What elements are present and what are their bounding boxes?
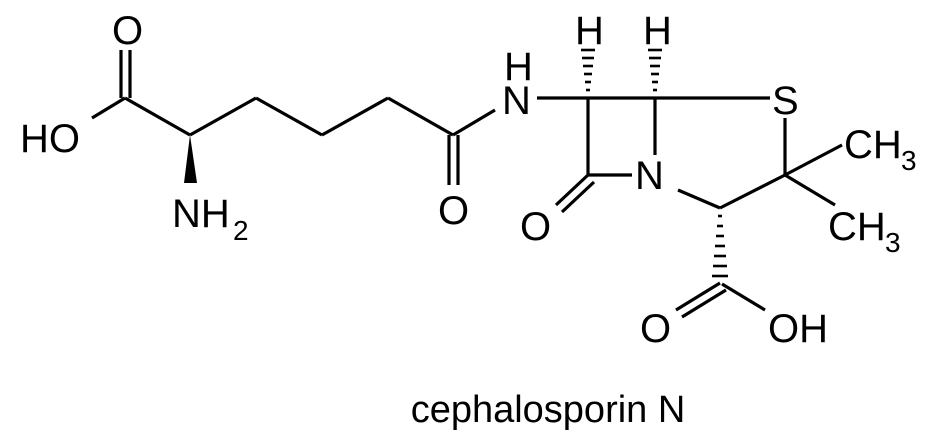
atom-h-amide: H	[504, 45, 533, 89]
atom-o-amide: O	[438, 189, 469, 233]
bond-cacid-oh	[721, 282, 766, 312]
bond-cq-ch3-upper	[784, 143, 843, 177]
bond-cq-ch3-lower	[784, 173, 836, 207]
atom-nh2-subscript: 2	[233, 215, 249, 246]
bond-c5-camide	[387, 96, 454, 137]
atom-ch3-upper: CH	[844, 123, 902, 167]
bonds	[91, 50, 843, 319]
bond-c1-calpha	[124, 96, 191, 137]
atom-h-c5: H	[643, 9, 672, 53]
bond-c7-o-double-a	[554, 173, 590, 207]
molecule-name-caption: cephalosporin N	[411, 389, 686, 431]
bond-nring-c3ring	[677, 188, 721, 210]
hash-c3-cooh	[712, 214, 728, 278]
bond-c1-oh	[91, 96, 126, 120]
bond-cacid-o-double-a	[675, 281, 721, 312]
atom-s-ring: S	[772, 79, 799, 123]
wedge-calpha-nh2	[184, 135, 197, 183]
hash-c6-h	[581, 48, 595, 92]
bond-camide-n	[452, 108, 496, 137]
atom-ch3-lower-subscript: 3	[885, 227, 901, 258]
atom-labels: O HO NH 2 O H N H H S N O CH 3 CH 3 O OH	[20, 9, 917, 351]
bond-cacid-o-double-b	[681, 288, 727, 319]
hash-c5-h	[648, 48, 662, 92]
atom-n-ring: N	[635, 154, 664, 198]
atom-h-c6: H	[575, 9, 604, 53]
bond-calpha-c3	[189, 96, 257, 137]
bond-c4-c5	[321, 96, 389, 137]
atom-o-acid-top: O	[112, 9, 143, 53]
atom-o-acid-bottom: O	[640, 307, 671, 351]
atom-o-lactam: O	[520, 205, 551, 249]
bond-cq-c3ring	[719, 173, 786, 210]
atom-n-amide: N	[502, 79, 531, 123]
atom-nh2: NH	[172, 192, 230, 236]
bond-c3-c4	[255, 96, 323, 137]
atom-ch3-upper-subscript: 3	[901, 145, 917, 176]
atom-oh-right: OH	[768, 307, 828, 351]
atom-ch3-lower: CH	[828, 205, 886, 249]
atom-ho-left: HO	[20, 117, 80, 161]
bond-c7-o-double-b	[560, 180, 596, 214]
stereo-bonds	[184, 48, 728, 278]
